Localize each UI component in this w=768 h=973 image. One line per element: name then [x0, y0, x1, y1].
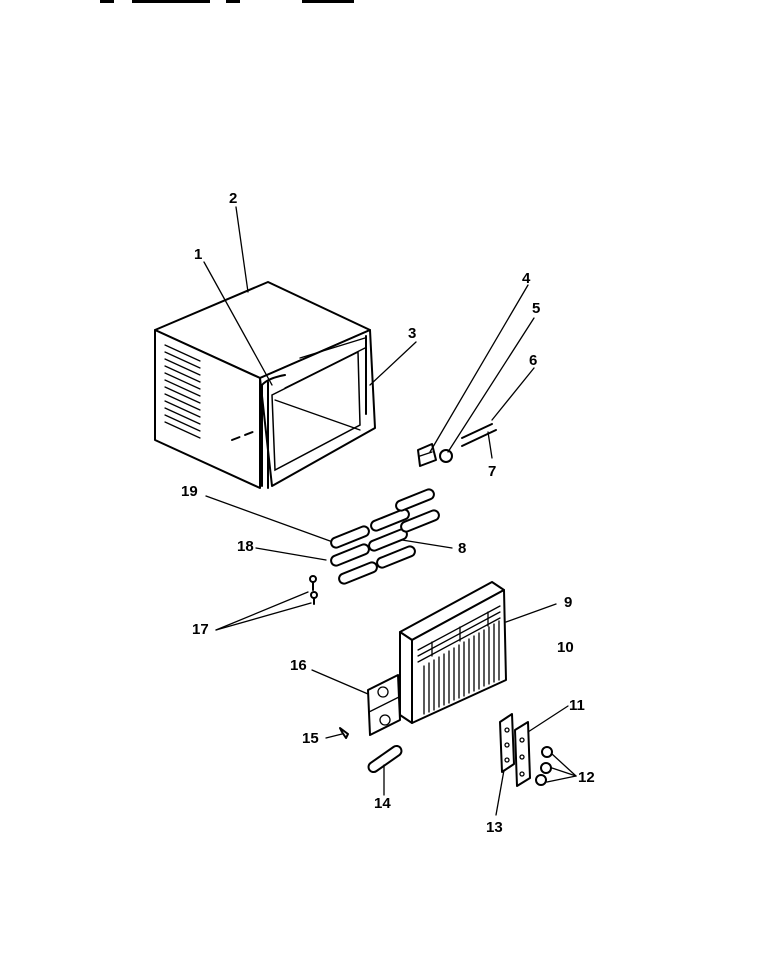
callout-19: 19: [181, 483, 198, 500]
cabinet-drawing: [154, 281, 376, 489]
callout-13: 13: [486, 819, 503, 836]
mounting-plate-part-13: [499, 713, 515, 773]
cabinet-louver-grille: [164, 344, 201, 439]
callout-6: 6: [529, 352, 537, 369]
rod-part-7: [461, 429, 497, 447]
callout-11: 11: [569, 697, 585, 714]
callout-labels: 1 2 3 4 5 6 7 8 9 10 11 12 13 14 15 16 1…: [181, 190, 595, 836]
nuts-part-12: [535, 746, 553, 786]
callout-17: 17: [192, 621, 209, 638]
knob-part-15: [339, 727, 349, 739]
grille-top-louvers: [417, 605, 501, 663]
screw-part-6: [461, 423, 493, 439]
mounting-plate-part-11: [514, 721, 531, 787]
screws-part-17: [309, 575, 318, 605]
callout-5: 5: [532, 300, 540, 317]
leader-lines: [203, 206, 577, 816]
callout-12: 12: [578, 769, 595, 786]
seal-strips: [330, 488, 440, 585]
callout-14: 14: [374, 795, 391, 812]
header-fragments: [100, 0, 354, 3]
front-grille-part-9: [399, 581, 507, 724]
callout-2: 2: [229, 190, 237, 207]
gasket-part-14: [367, 744, 403, 774]
washer-part-5: [439, 449, 453, 463]
callout-9: 9: [564, 594, 572, 611]
control-panel-part-16: [367, 674, 401, 736]
callout-1: 1: [194, 246, 202, 263]
callout-15: 15: [302, 730, 319, 747]
front-rail-part-1: [261, 374, 286, 489]
callout-10: 10: [557, 639, 574, 656]
callout-8: 8: [458, 540, 466, 557]
callout-16: 16: [290, 657, 307, 674]
callout-18: 18: [237, 538, 254, 555]
callout-7: 7: [488, 463, 496, 480]
callout-3: 3: [408, 325, 416, 342]
callout-4: 4: [522, 270, 531, 287]
grille-vertical-slats: [423, 620, 500, 715]
